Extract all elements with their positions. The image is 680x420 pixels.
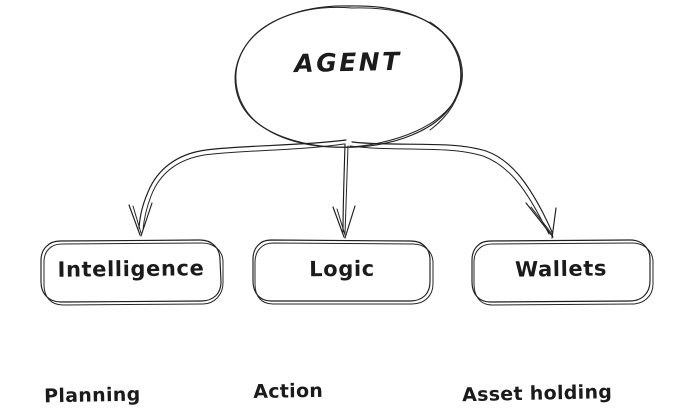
arrow-agent-to-wallets bbox=[349, 141, 557, 239]
node-label-wallets: Wallets bbox=[514, 256, 608, 282]
agent-node-label: AGENT bbox=[293, 46, 402, 79]
caption-intelligence: Planning & processing bbox=[43, 319, 191, 420]
caption-line: Asset holding bbox=[461, 381, 613, 407]
arrow-agent-to-logic bbox=[332, 143, 356, 239]
node-box-logic[interactable] bbox=[252, 239, 434, 305]
caption-line: Action bbox=[253, 379, 324, 404]
node-label-intelligence: Intelligence bbox=[57, 256, 205, 282]
arrow-agent-to-intelligence bbox=[128, 139, 347, 237]
node-box-wallets[interactable] bbox=[471, 239, 654, 306]
node-box-intelligence[interactable] bbox=[40, 239, 224, 306]
node-label-logic: Logic bbox=[309, 256, 375, 282]
caption-line: Planning bbox=[43, 383, 141, 408]
caption-wallets: Asset holding Asset Management bbox=[461, 316, 677, 420]
caption-logic: Action Executions bbox=[252, 315, 376, 420]
